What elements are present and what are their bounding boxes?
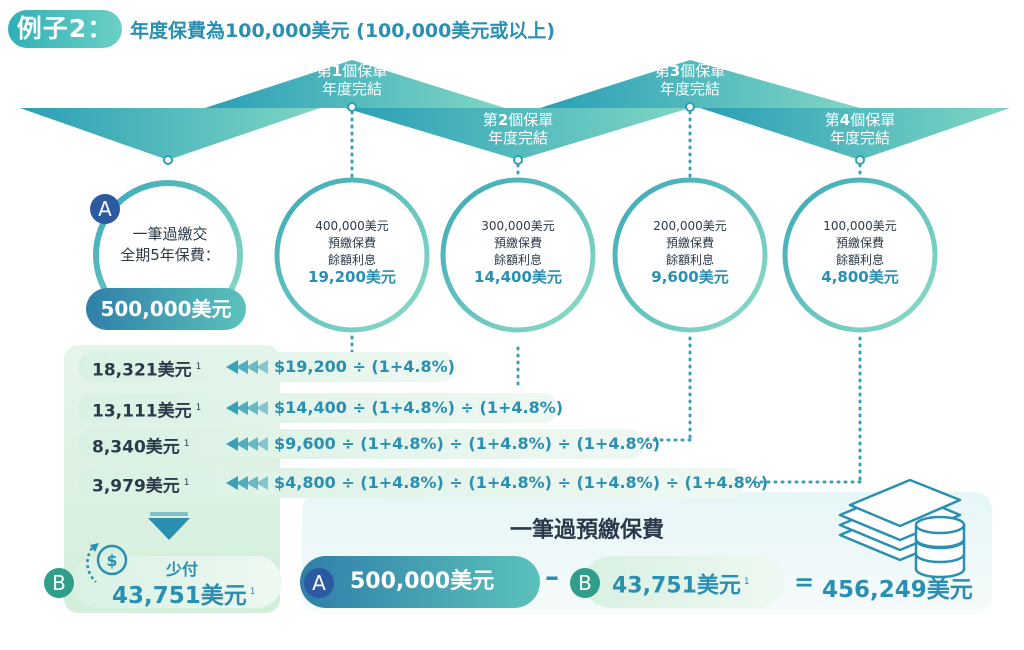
arrow-down-icon <box>148 518 190 540</box>
banner-band-1 <box>205 60 505 108</box>
premium-amount-pill <box>86 288 246 330</box>
arrow-left-icon <box>226 360 268 374</box>
badge-b: B <box>44 568 74 598</box>
summary-a-pill <box>300 556 540 608</box>
banner-band-4 <box>700 108 1010 160</box>
marker-dot <box>347 102 357 112</box>
interest-circle <box>440 177 596 333</box>
svg-text:$: $ <box>106 551 117 570</box>
marker-dot <box>685 102 695 112</box>
summary-b-pill <box>584 556 784 608</box>
banner-band-2 <box>345 108 690 160</box>
discount-row-4-formula: $4,800 ÷ (1+4.8%) ÷ (1+4.8%) ÷ (1+4.8%) … <box>274 473 769 492</box>
money-stack-icon <box>838 478 966 579</box>
example-title: 年度保費為100,000美元 (100,000美元或以上) <box>130 20 556 42</box>
interest-circle <box>782 177 938 333</box>
minus-sign: – <box>545 560 559 593</box>
marker-dot <box>855 155 865 165</box>
premium-description: 一筆過繳交 全期5年保費： <box>120 225 220 264</box>
equals-sign: = <box>794 568 815 596</box>
arrow-left-icon <box>226 437 268 451</box>
arrow-left-icon <box>226 401 268 415</box>
banner-label-3: 第3個保單年度完結 <box>654 62 726 98</box>
banner-label-2: 第2個保單年度完結 <box>482 111 554 147</box>
interest-circle <box>612 177 768 333</box>
summary-badge-a: A <box>304 568 334 598</box>
dotted-connectors <box>350 110 862 484</box>
premium-amount: 500,000美元 <box>100 297 232 321</box>
discount-pill <box>72 556 282 608</box>
banner-label-4: 第4個保單年度完結 <box>824 111 896 147</box>
row-pill <box>78 468 744 498</box>
summary-a-amount: 500,000美元 <box>350 569 495 594</box>
discount-row-2-formula: $14,400 ÷ (1+4.8%) ÷ (1+4.8%) <box>274 398 564 417</box>
dollar-refund-icon <box>86 543 128 583</box>
summary-result: 456,249美元 <box>822 577 973 603</box>
discount-row-3-formula: $9,600 ÷ (1+4.8%) ÷ (1+4.8%) ÷ (1+4.8%) <box>274 434 660 453</box>
banner-label-1: 第1個保單年度完結 <box>316 62 388 98</box>
marker-dot <box>513 155 523 165</box>
discount-label: 少付 <box>166 560 199 579</box>
summary-title: 一筆過預繳保費 <box>510 518 665 543</box>
interest-circle <box>274 177 430 333</box>
banner-band-0 <box>20 108 320 160</box>
row-pill <box>78 429 644 459</box>
banner-band-3 <box>540 60 860 108</box>
marker-dot <box>163 155 173 165</box>
summary-badge-b: B <box>570 568 600 598</box>
example-badge: 例子2： <box>8 10 122 48</box>
badge-a: A <box>90 194 120 224</box>
discount-row-1-formula: $19,200 ÷ (1+4.8%) <box>274 357 455 376</box>
row-pill <box>78 393 558 423</box>
arrow-left-icon <box>226 476 268 490</box>
